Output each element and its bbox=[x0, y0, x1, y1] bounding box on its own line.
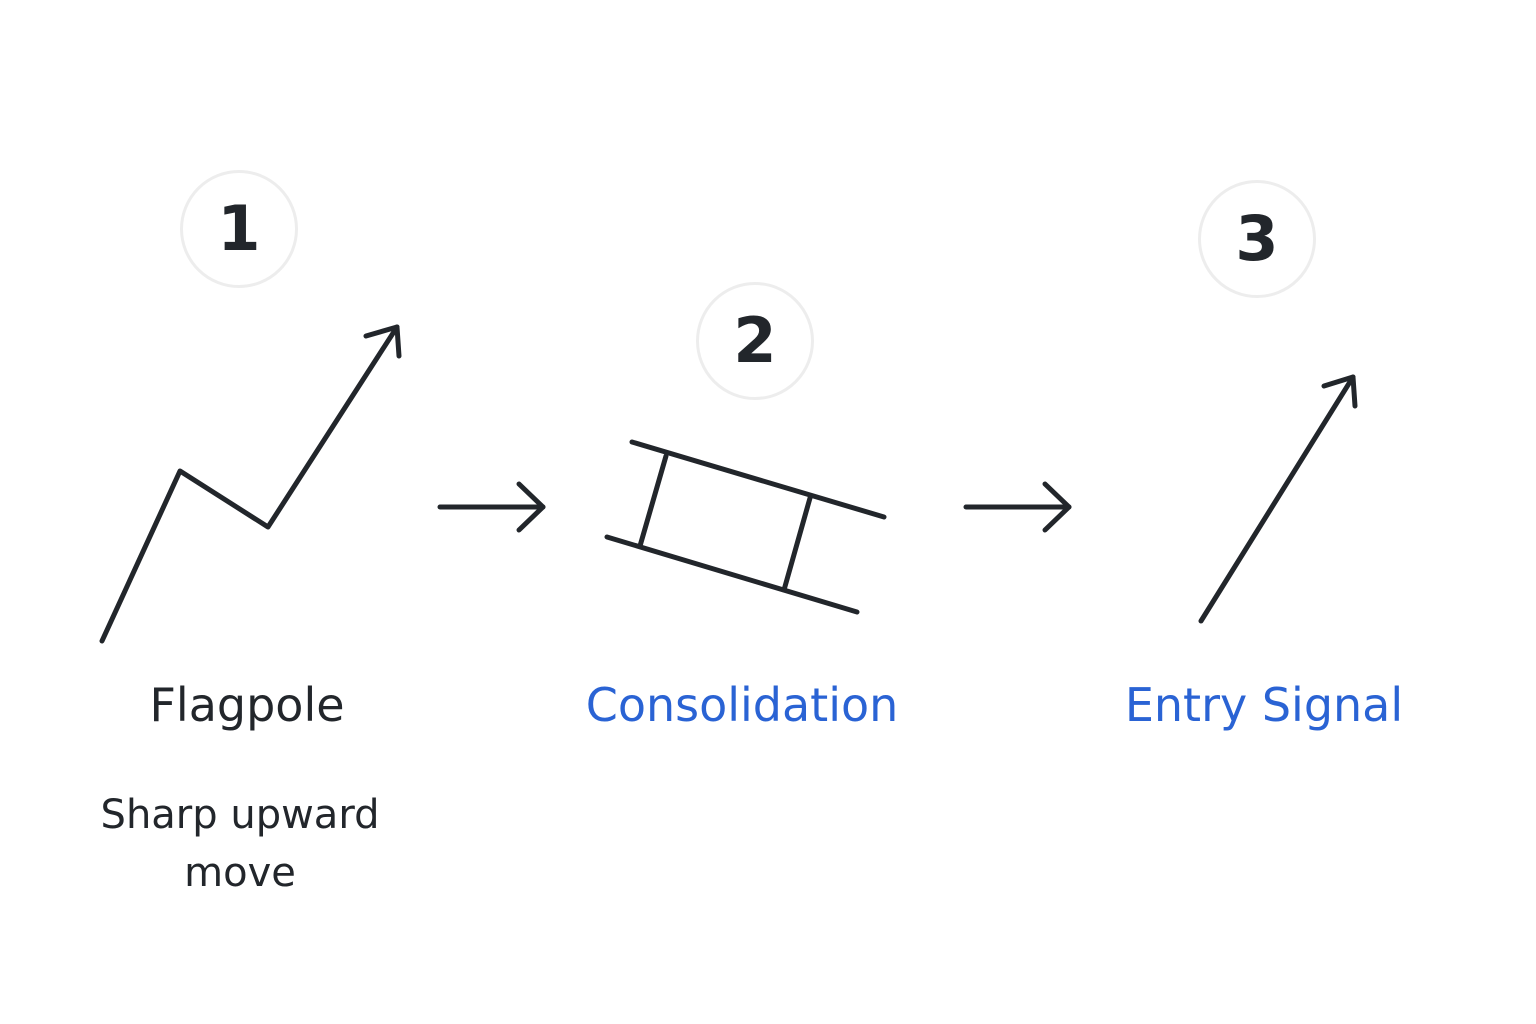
diagonal-up-arrow-icon bbox=[1198, 374, 1358, 624]
step-1-number: 1 bbox=[217, 192, 261, 265]
step-1-label: Flagpole bbox=[149, 678, 345, 732]
right-arrow-icon bbox=[437, 481, 546, 533]
step-1-description: Sharp upward move bbox=[100, 792, 380, 896]
step-3-badge: 3 bbox=[1198, 180, 1316, 298]
step-2-number: 2 bbox=[733, 304, 777, 377]
step-1-badge: 1 bbox=[180, 170, 298, 288]
zigzag-up-arrow-icon bbox=[99, 324, 402, 644]
step-2-label: Consolidation bbox=[585, 678, 899, 732]
step-3-number: 3 bbox=[1235, 202, 1279, 275]
step-3-label: Entry Signal bbox=[1124, 678, 1404, 732]
right-arrow-icon bbox=[963, 481, 1072, 533]
flag-channel-icon bbox=[604, 439, 887, 615]
step-2-badge: 2 bbox=[696, 282, 814, 400]
